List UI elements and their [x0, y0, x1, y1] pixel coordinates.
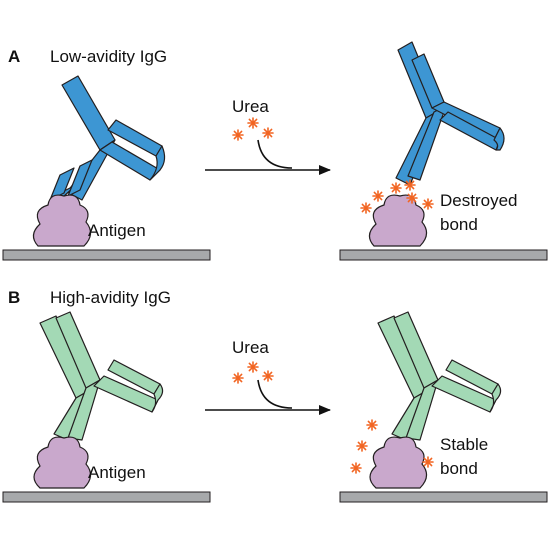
- urea-label-b: Urea: [232, 338, 269, 357]
- panel-a-title: Low-avidity IgG: [50, 47, 167, 66]
- surface-b-right: [339, 491, 548, 503]
- antigen-a-left: [32, 194, 92, 247]
- antibody-b-right: [377, 311, 502, 441]
- result-a-line1: Destroyed: [440, 191, 517, 210]
- panel-b-title: High-avidity IgG: [50, 288, 171, 307]
- surface-a-right: [339, 249, 548, 261]
- antigen-label-a: Antigen: [88, 221, 146, 240]
- antibody-a-right: [395, 41, 505, 186]
- surface-a-left: [2, 249, 211, 261]
- antigen-b-right: [369, 436, 428, 489]
- reaction-arrow-a: [205, 139, 331, 175]
- antigen-b-left: [33, 436, 92, 489]
- antibody-a-left: [47, 75, 166, 206]
- antibody-b-left: [39, 311, 164, 441]
- reaction-arrow-b: [205, 379, 331, 415]
- result-b-line2: bond: [440, 459, 478, 478]
- result-b-line1: Stable: [440, 435, 488, 454]
- result-a-line2: bond: [440, 215, 478, 234]
- antigen-label-b: Antigen: [88, 463, 146, 482]
- surface-b-left: [2, 491, 211, 503]
- urea-label-a: Urea: [232, 97, 269, 116]
- panel-b-letter: B: [8, 288, 20, 307]
- antigen-a-right: [368, 194, 428, 247]
- panel-a: A Low-avidity IgG Antigen: [2, 41, 548, 261]
- urea-stars-a: [232, 117, 274, 141]
- urea-stars-b: [232, 361, 274, 384]
- panel-a-letter: A: [8, 47, 20, 66]
- panel-b: B High-avidity IgG Antigen Urea: [2, 288, 548, 503]
